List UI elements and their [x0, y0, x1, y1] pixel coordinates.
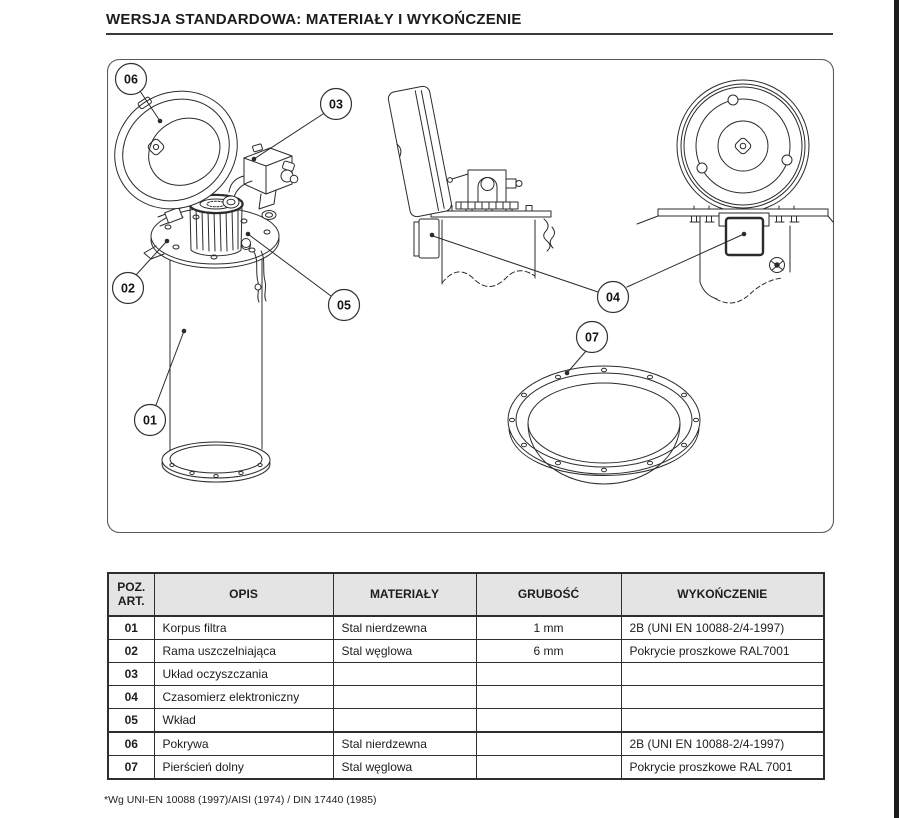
- cell-poz: 05: [107, 708, 155, 733]
- header-poz-art: POZ. ART.: [107, 572, 155, 617]
- cell-poz: 01: [107, 615, 155, 640]
- cell-grubosc: [475, 731, 622, 756]
- callout-07: 07: [575, 320, 609, 354]
- cell-material: Stal nierdzewna: [332, 731, 477, 756]
- callout-04: 04: [596, 280, 630, 314]
- page-title: WERSJA STANDARDOWA: MATERIAŁY I WYKOŃCZE…: [106, 11, 833, 35]
- cell-material: [332, 685, 477, 709]
- cell-wykonczenie: 2B (UNI EN 10088-2/4-1997): [620, 615, 825, 640]
- cell-grubosc: [475, 708, 622, 733]
- sealing-frame-drawing: [143, 207, 280, 303]
- callout-02: 02: [111, 271, 145, 305]
- table-row: 06 Pokrywa Stal nierdzewna 2B (UNI EN 10…: [107, 731, 825, 756]
- cell-opis: Korpus filtra: [153, 615, 334, 640]
- callout-03-label: 03: [329, 98, 343, 112]
- cell-opis: Rama uszczelniająca: [153, 639, 334, 663]
- cell-poz: 04: [107, 685, 155, 709]
- cell-wykonczenie: 2B (UNI EN 10088-2/4-1997): [620, 731, 825, 756]
- cell-wykonczenie: [620, 662, 825, 686]
- side-view-drawing: [387, 85, 555, 287]
- cell-opis: Pokrywa: [153, 731, 334, 756]
- callout-02-label: 02: [121, 282, 135, 296]
- parts-diagram: 06 03 02 05 01: [107, 59, 835, 534]
- cell-grubosc: 6 mm: [475, 639, 622, 663]
- scan-edge-artifact: [894, 0, 899, 818]
- cell-material: [332, 708, 477, 733]
- bottom-ring-drawing: [507, 365, 701, 485]
- cell-poz: 02: [107, 639, 155, 663]
- cell-material: Stal węglowa: [332, 755, 477, 780]
- leader-lines: [135, 90, 747, 406]
- filter-body-drawing: [161, 249, 271, 483]
- table-row: 07 Pierścień dolny Stal węglowa Pokrycie…: [107, 755, 825, 780]
- callout-06-label: 06: [124, 73, 138, 87]
- cell-material: Stal nierdzewna: [332, 615, 477, 640]
- header-materialy: MATERIAŁY: [332, 572, 477, 617]
- callout-01-label: 01: [143, 414, 157, 428]
- callout-07-label: 07: [585, 331, 599, 345]
- table-row: 02 Rama uszczelniająca Stal węglowa 6 mm…: [107, 639, 825, 663]
- header-opis: OPIS: [153, 572, 334, 617]
- cell-opis: Układ oczyszczania: [153, 662, 334, 686]
- table-row: 05 Wkład: [107, 708, 825, 733]
- cell-wykonczenie: [620, 708, 825, 733]
- callout-05-label: 05: [337, 299, 351, 313]
- cell-grubosc: 1 mm: [475, 615, 622, 640]
- table-row: 01 Korpus filtra Stal nierdzewna 1 mm 2B…: [107, 615, 825, 640]
- table-header-row: POZ. ART. OPIS MATERIAŁY GRUBOŚĆ WYKOŃCZ…: [107, 572, 825, 617]
- diagram-frame: [107, 59, 835, 534]
- cell-poz: 03: [107, 662, 155, 686]
- callout-04-label: 04: [606, 291, 620, 305]
- callout-01: 01: [133, 403, 167, 437]
- cell-opis: Wkład: [153, 708, 334, 733]
- cell-wykonczenie: Pokrycie proszkowe RAL 7001: [620, 755, 825, 780]
- cell-opis: Czasomierz elektroniczny: [153, 685, 334, 709]
- cell-wykonczenie: [620, 685, 825, 709]
- cell-grubosc: [475, 685, 622, 709]
- cell-opis: Pierścień dolny: [153, 755, 334, 780]
- header-wykonczenie: WYKOŃCZENIE: [620, 572, 825, 617]
- callout-06: 06: [114, 62, 148, 96]
- table-row: 03 Układ oczyszczania: [107, 662, 825, 686]
- cell-grubosc: [475, 662, 622, 686]
- standards-footnote: *Wg UNI-EN 10088 (1997)/AISI (1974) / DI…: [104, 794, 377, 806]
- cell-grubosc: [475, 755, 622, 780]
- header-grubosc: GRUBOŚĆ: [475, 572, 622, 617]
- cell-poz: 07: [107, 755, 155, 780]
- callout-bubbles: 06 03 02 05 01: [111, 62, 630, 437]
- front-view-drawing: [636, 79, 834, 304]
- table-row: 04 Czasomierz elektroniczny: [107, 685, 825, 709]
- cell-material: Stal węglowa: [332, 639, 477, 663]
- cell-wykonczenie: Pokrycie proszkowe RAL7001: [620, 639, 825, 663]
- cell-material: [332, 662, 477, 686]
- cell-poz: 06: [107, 731, 155, 756]
- callout-05: 05: [327, 288, 361, 322]
- callout-03: 03: [319, 87, 353, 121]
- parts-diagram-panel: 06 03 02 05 01: [107, 59, 835, 534]
- lid-open-drawing: [114, 90, 238, 227]
- parts-table: POZ. ART. OPIS MATERIAŁY GRUBOŚĆ WYKOŃCZ…: [107, 572, 825, 780]
